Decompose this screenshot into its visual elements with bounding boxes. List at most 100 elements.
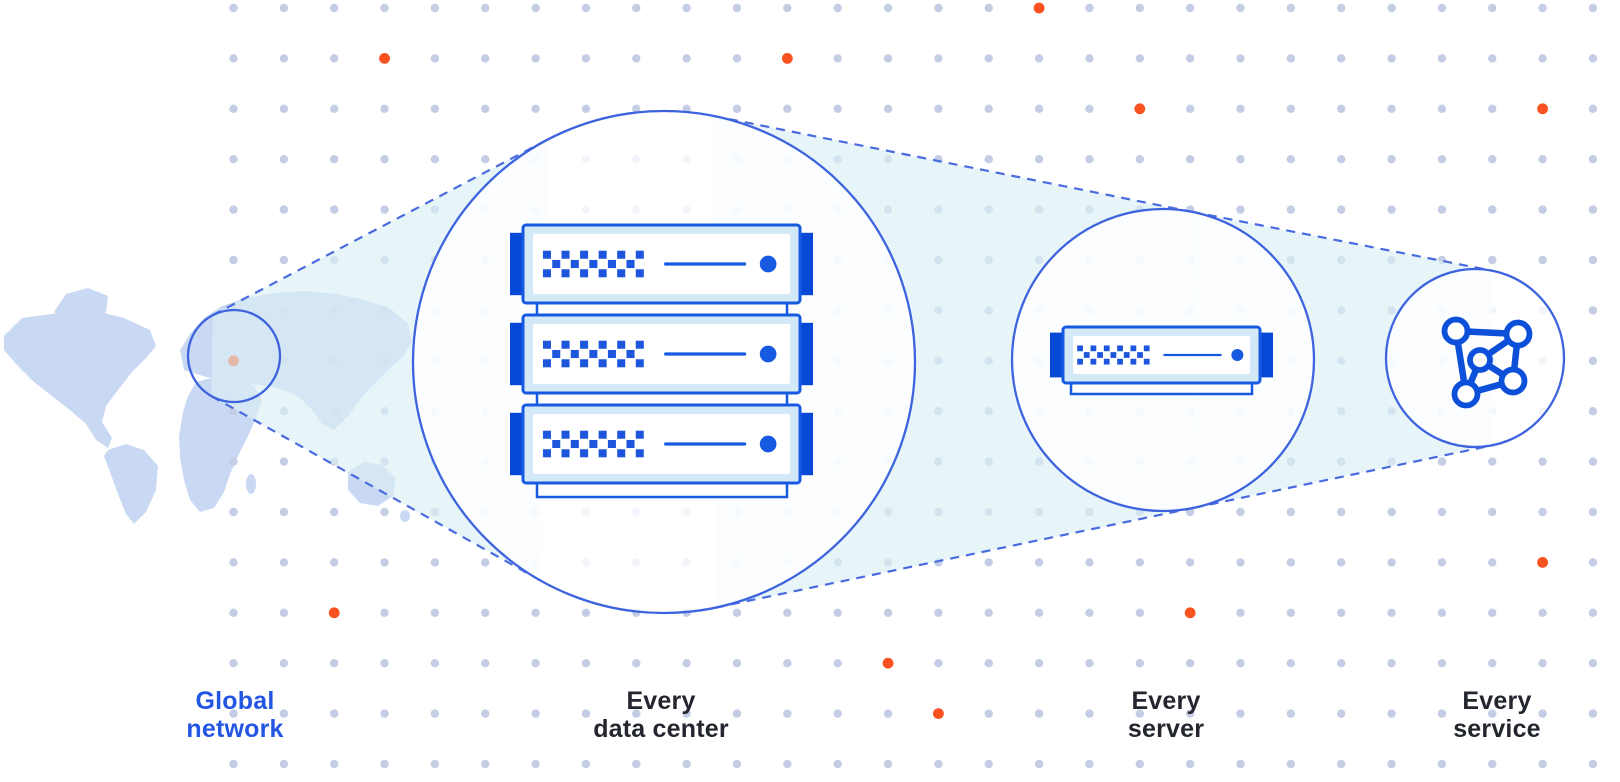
grid-dot [279,205,289,214]
grid-dot [279,659,289,668]
grid-dot [1437,507,1447,517]
grid-dot [632,709,641,718]
grid-dot [1488,507,1497,517]
grid-dot [1588,407,1598,416]
grid-dot [1286,558,1296,567]
grid-dot [1437,155,1447,164]
grid-dot [1538,457,1547,466]
single-server-icon [1050,325,1273,396]
grid-dot [581,54,591,63]
grid-dot [531,759,540,769]
grid-dot [229,3,238,13]
grid-dot [1588,255,1598,265]
grid-dot [430,759,440,769]
grid-dot [1085,155,1094,164]
orange-accent-dot [1537,103,1548,115]
grid-dot [1538,608,1547,617]
grid-dot [984,3,993,13]
grid-dot [833,608,842,617]
grid-dot [984,104,993,114]
grid-dot [732,709,742,718]
grid-dot [229,54,238,63]
grid-dot [632,659,641,668]
grid-dot [1437,709,1447,718]
grid-dot [1286,659,1296,668]
grid-dot [1085,759,1094,769]
label-line: Every [1131,687,1201,715]
grid-dot [1588,104,1598,114]
orange-accent-dot [328,607,340,619]
grid-dot [279,759,289,769]
grid-dot [1337,608,1346,617]
grid-dot [833,759,842,769]
dashed-line [1191,210,1493,272]
grid-dot [1337,3,1346,13]
grid-dot [1437,558,1447,567]
grid-dot [682,759,691,769]
orange-accent-dot [882,657,894,669]
grid-dot [1236,104,1245,114]
grid-dot [732,104,742,114]
grid-dot [984,558,993,567]
grid-dot [279,255,289,265]
grid-dot [1588,3,1598,13]
grid-dot [229,255,238,265]
mesh-node [1451,379,1481,409]
grid-dot [1488,54,1497,63]
grid-dot [1437,759,1447,769]
grid-dot [1488,205,1497,214]
grid-dot [833,54,842,63]
grid-dot [1588,306,1598,315]
dashed-line [1193,444,1494,509]
grid-dot [229,507,238,517]
label-line: data center [593,715,729,743]
grid-dot [1588,659,1598,668]
orange-accent-dot [933,708,944,719]
mesh-node [1467,347,1493,373]
grid-dot [1185,3,1195,13]
grid-dot [330,104,339,114]
grid-dot [380,205,389,214]
grid-dot [934,759,943,769]
grid-dot [1437,608,1447,617]
grid-dot [1387,709,1396,718]
grid-dot [481,54,490,63]
grid-dot [883,54,893,63]
grid-dot [1337,659,1346,668]
grid-dot [330,659,339,668]
grid-dot [380,3,389,13]
grid-dot [732,659,742,668]
grid-dot [783,709,792,718]
grid-dot [481,709,490,718]
grid-dot [632,3,641,13]
grid-dot [1588,54,1598,63]
grid-dot [1538,709,1547,718]
grid-dot [1085,709,1094,718]
grid-dot [531,608,540,617]
grid-dot [430,155,440,164]
dashed-line [713,114,1193,214]
grid-dot [833,3,842,13]
grid-dot [1538,54,1547,63]
grid-dot [1286,608,1296,617]
grid-dot [1337,709,1346,718]
grid-dot [430,54,440,63]
grid-dot [783,3,792,13]
grid-dot [581,759,591,769]
grid-dot [1286,54,1296,63]
grid-dot [1286,759,1296,769]
grid-dot [1488,709,1497,718]
grid-dot [1085,3,1094,13]
grid-dot [229,104,238,114]
label-line: server [1127,715,1205,743]
server-rack-icon [510,223,813,499]
grid-dot [1387,558,1396,567]
grid-dot [1085,104,1094,114]
label-line: Global [195,687,275,715]
grid-dot [279,457,289,466]
grid-dot [229,205,238,214]
label-line: network [186,715,284,743]
grid-dot [1588,759,1598,769]
grid-dot [430,558,440,567]
